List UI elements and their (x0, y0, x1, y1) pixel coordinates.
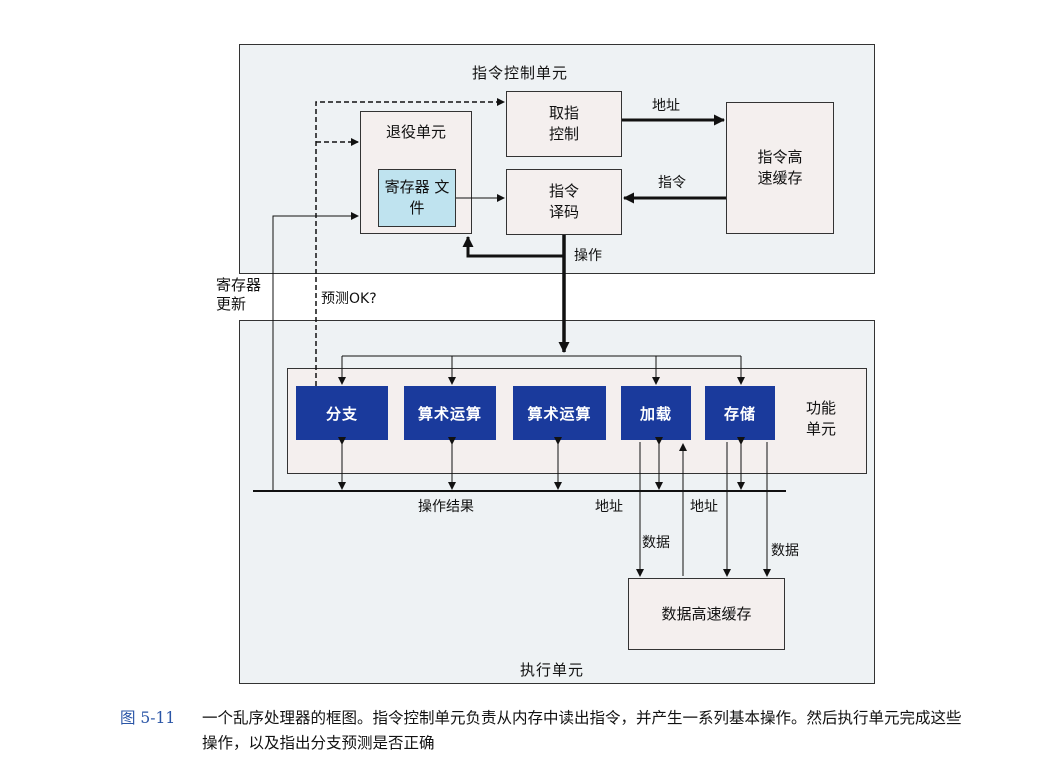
register-file-label: 寄存器 文件 (384, 178, 450, 217)
operations-label: 操作 (574, 248, 602, 264)
data-cache: 数据高速缓存 (628, 578, 785, 650)
caption-text: 一个乱序处理器的框图。指令控制单元负责从内存中读出指令，并产生一系列基本操作。然… (202, 709, 962, 752)
decode-to-retirement-arrow (462, 236, 564, 258)
execution-unit-title: 执行单元 (520, 661, 585, 679)
functional-units-label: 功能 单元 (806, 399, 837, 438)
functional-unit-arith-1: 算术运算 (404, 386, 496, 440)
address-label: 地址 (652, 98, 680, 114)
prediction-ok-dashed-path (315, 98, 505, 386)
address-label-store: 地址 (690, 499, 718, 515)
instruction-decode-label: 指令 译码 (548, 182, 579, 221)
fetch-control: 取指 控制 (506, 91, 622, 157)
instruction-control-title: 指令控制单元 (472, 64, 569, 82)
retirement-unit-label: 退役单元 (385, 123, 446, 141)
instruction-cache-label: 指令高 速缓存 (757, 148, 803, 187)
functional-unit-load: 加载 (621, 386, 691, 440)
functional-unit-branch: 分支 (296, 386, 388, 440)
register-updates-path (272, 212, 359, 491)
functional-unit-store: 存储 (705, 386, 775, 440)
instruction-cache: 指令高 速缓存 (726, 102, 834, 234)
figure-caption: 图 5-11 一个乱序处理器的框图。指令控制单元负责从内存中读出指令，并产生一系列… (120, 706, 1000, 756)
fetch-control-label: 取指 控制 (548, 104, 579, 143)
figure-number: 图 5-11 (120, 709, 176, 727)
data-label-load: 数据 (642, 535, 670, 551)
address-label-load: 地址 (595, 499, 623, 515)
functional-unit-arith-2: 算术运算 (513, 386, 606, 440)
instructions-label: 指令 (658, 175, 686, 191)
data-cache-label: 数据高速缓存 (661, 604, 752, 623)
register-updates-label: 寄存器 更新 (216, 276, 262, 313)
instruction-decode: 指令 译码 (506, 169, 622, 235)
prediction-ok-label: 预测OK? (321, 291, 377, 307)
operation-results-label: 操作结果 (418, 499, 474, 515)
register-file: 寄存器 文件 (378, 169, 456, 227)
data-label-store: 数据 (771, 543, 799, 559)
